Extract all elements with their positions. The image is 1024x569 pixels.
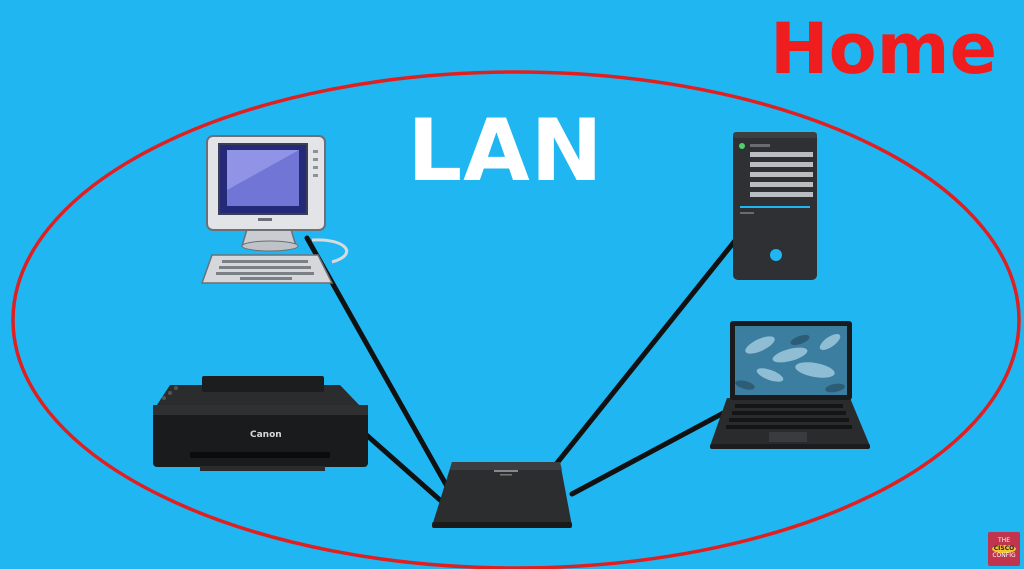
printer-brand-label: Canon: [250, 430, 282, 440]
watermark-logo: THE CISCO CONFIG: [988, 532, 1020, 566]
watermark-line-1: THE: [998, 537, 1010, 545]
laptop-icon: [710, 321, 870, 449]
scope-label: Home: [770, 8, 998, 90]
server-tower-icon: [733, 132, 817, 280]
printer-icon: Canon: [153, 376, 368, 471]
desktop-computer-icon: [200, 135, 349, 284]
router-icon: [432, 462, 572, 528]
lan-boundary: [11, 70, 1021, 569]
diagram-title: LAN: [407, 101, 604, 201]
link-router-printer: [359, 428, 443, 503]
link-router-laptop: [569, 399, 747, 497]
watermark-line-3: CONFIG: [992, 552, 1016, 560]
links: [304, 229, 747, 503]
watermark-line-2: CISCO: [991, 544, 1017, 554]
link-router-server: [550, 229, 745, 471]
